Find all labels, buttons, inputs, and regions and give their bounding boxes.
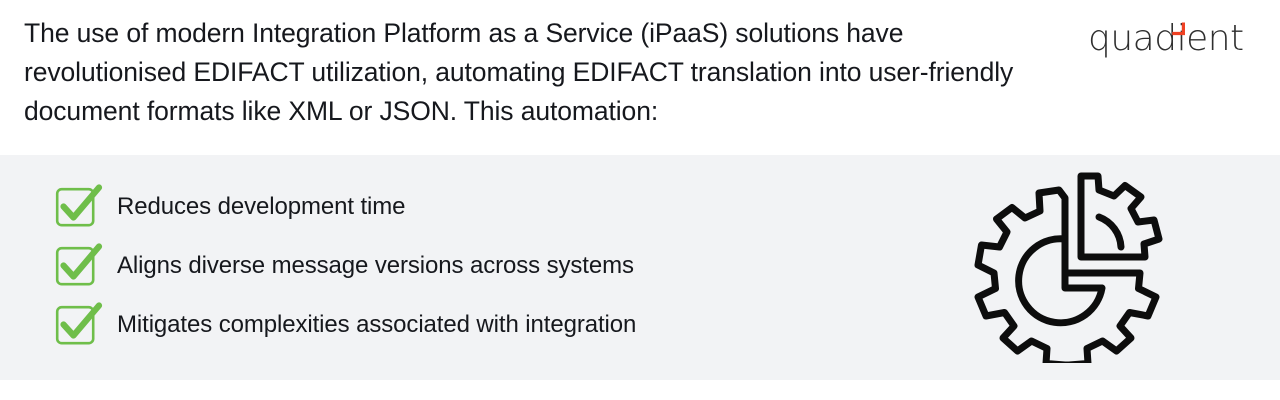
- gear-with-detached-quadrant-icon: [968, 171, 1164, 363]
- benefits-list: Reduces development time Aligns diverse …: [55, 184, 637, 346]
- checkbox-check-icon: [55, 184, 103, 228]
- list-item: Aligns diverse message versions across s…: [55, 243, 636, 287]
- benefit-label: Aligns diverse message versions across s…: [117, 252, 634, 279]
- logo-accent-bracket: [1172, 22, 1185, 36]
- intro-paragraph: The use of modern Integration Platform a…: [24, 18, 1014, 126]
- quadient-logo: quadient: [1088, 16, 1248, 62]
- benefits-panel: Reduces development time Aligns diverse …: [0, 155, 1280, 380]
- svg-text:quadient: quadient: [1088, 18, 1244, 59]
- checkbox-check-icon: [55, 302, 103, 346]
- list-item: Mitigates complexities associated with i…: [55, 302, 637, 346]
- list-item: Reduces development time: [55, 184, 636, 228]
- benefit-label: Reduces development time: [117, 193, 406, 220]
- header-section: The use of modern Integration Platform a…: [0, 0, 1280, 155]
- checkbox-check-icon: [55, 243, 103, 287]
- benefit-label: Mitigates complexities associated with i…: [117, 311, 637, 338]
